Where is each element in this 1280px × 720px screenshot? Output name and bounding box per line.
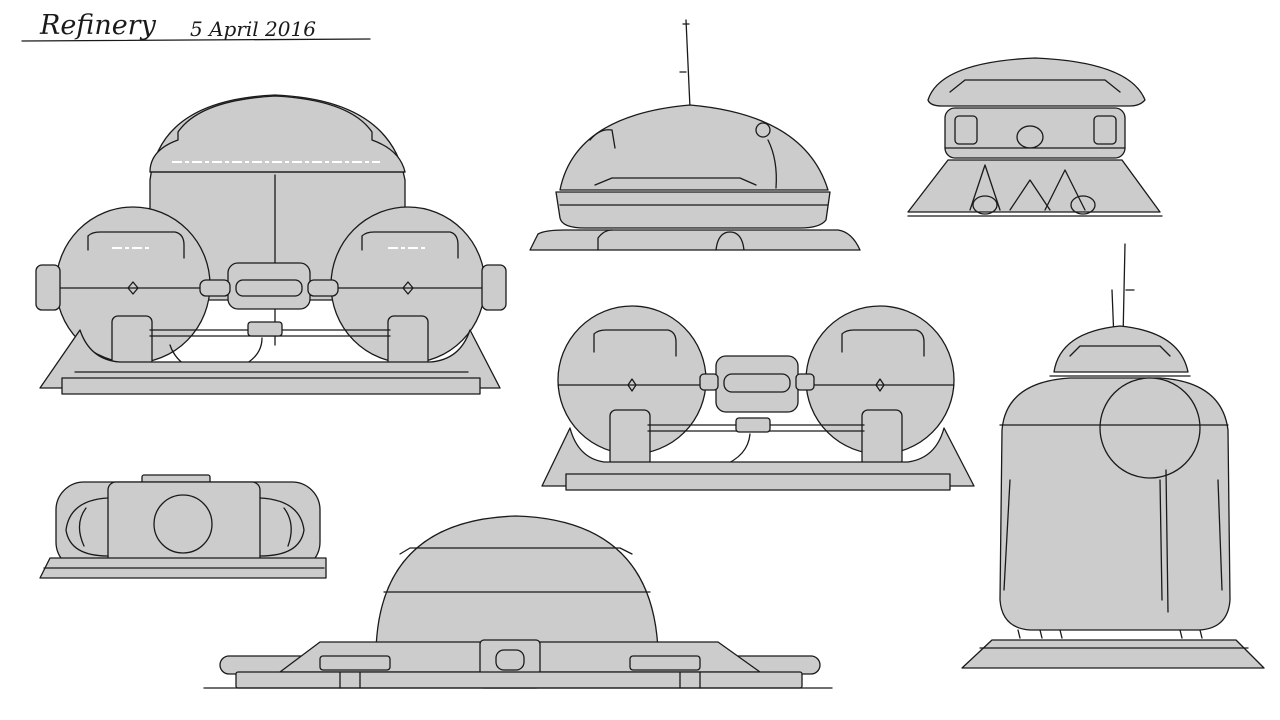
refinery-top-view [39,474,327,579]
refinery-tall-view [961,243,1265,669]
sheet-title: Refinery [39,10,157,41]
title-underline [21,38,371,42]
refinery-side-view [907,57,1163,217]
refinery-large-dome-view [203,515,833,689]
title-block: Refinery 5 April 2016 [21,10,371,42]
refinery-dome-view [529,19,861,251]
sheet-date: 5 April 2016 [190,17,316,41]
refinery-twin-sphere-view [541,305,975,491]
refinery-front-view [35,94,507,395]
